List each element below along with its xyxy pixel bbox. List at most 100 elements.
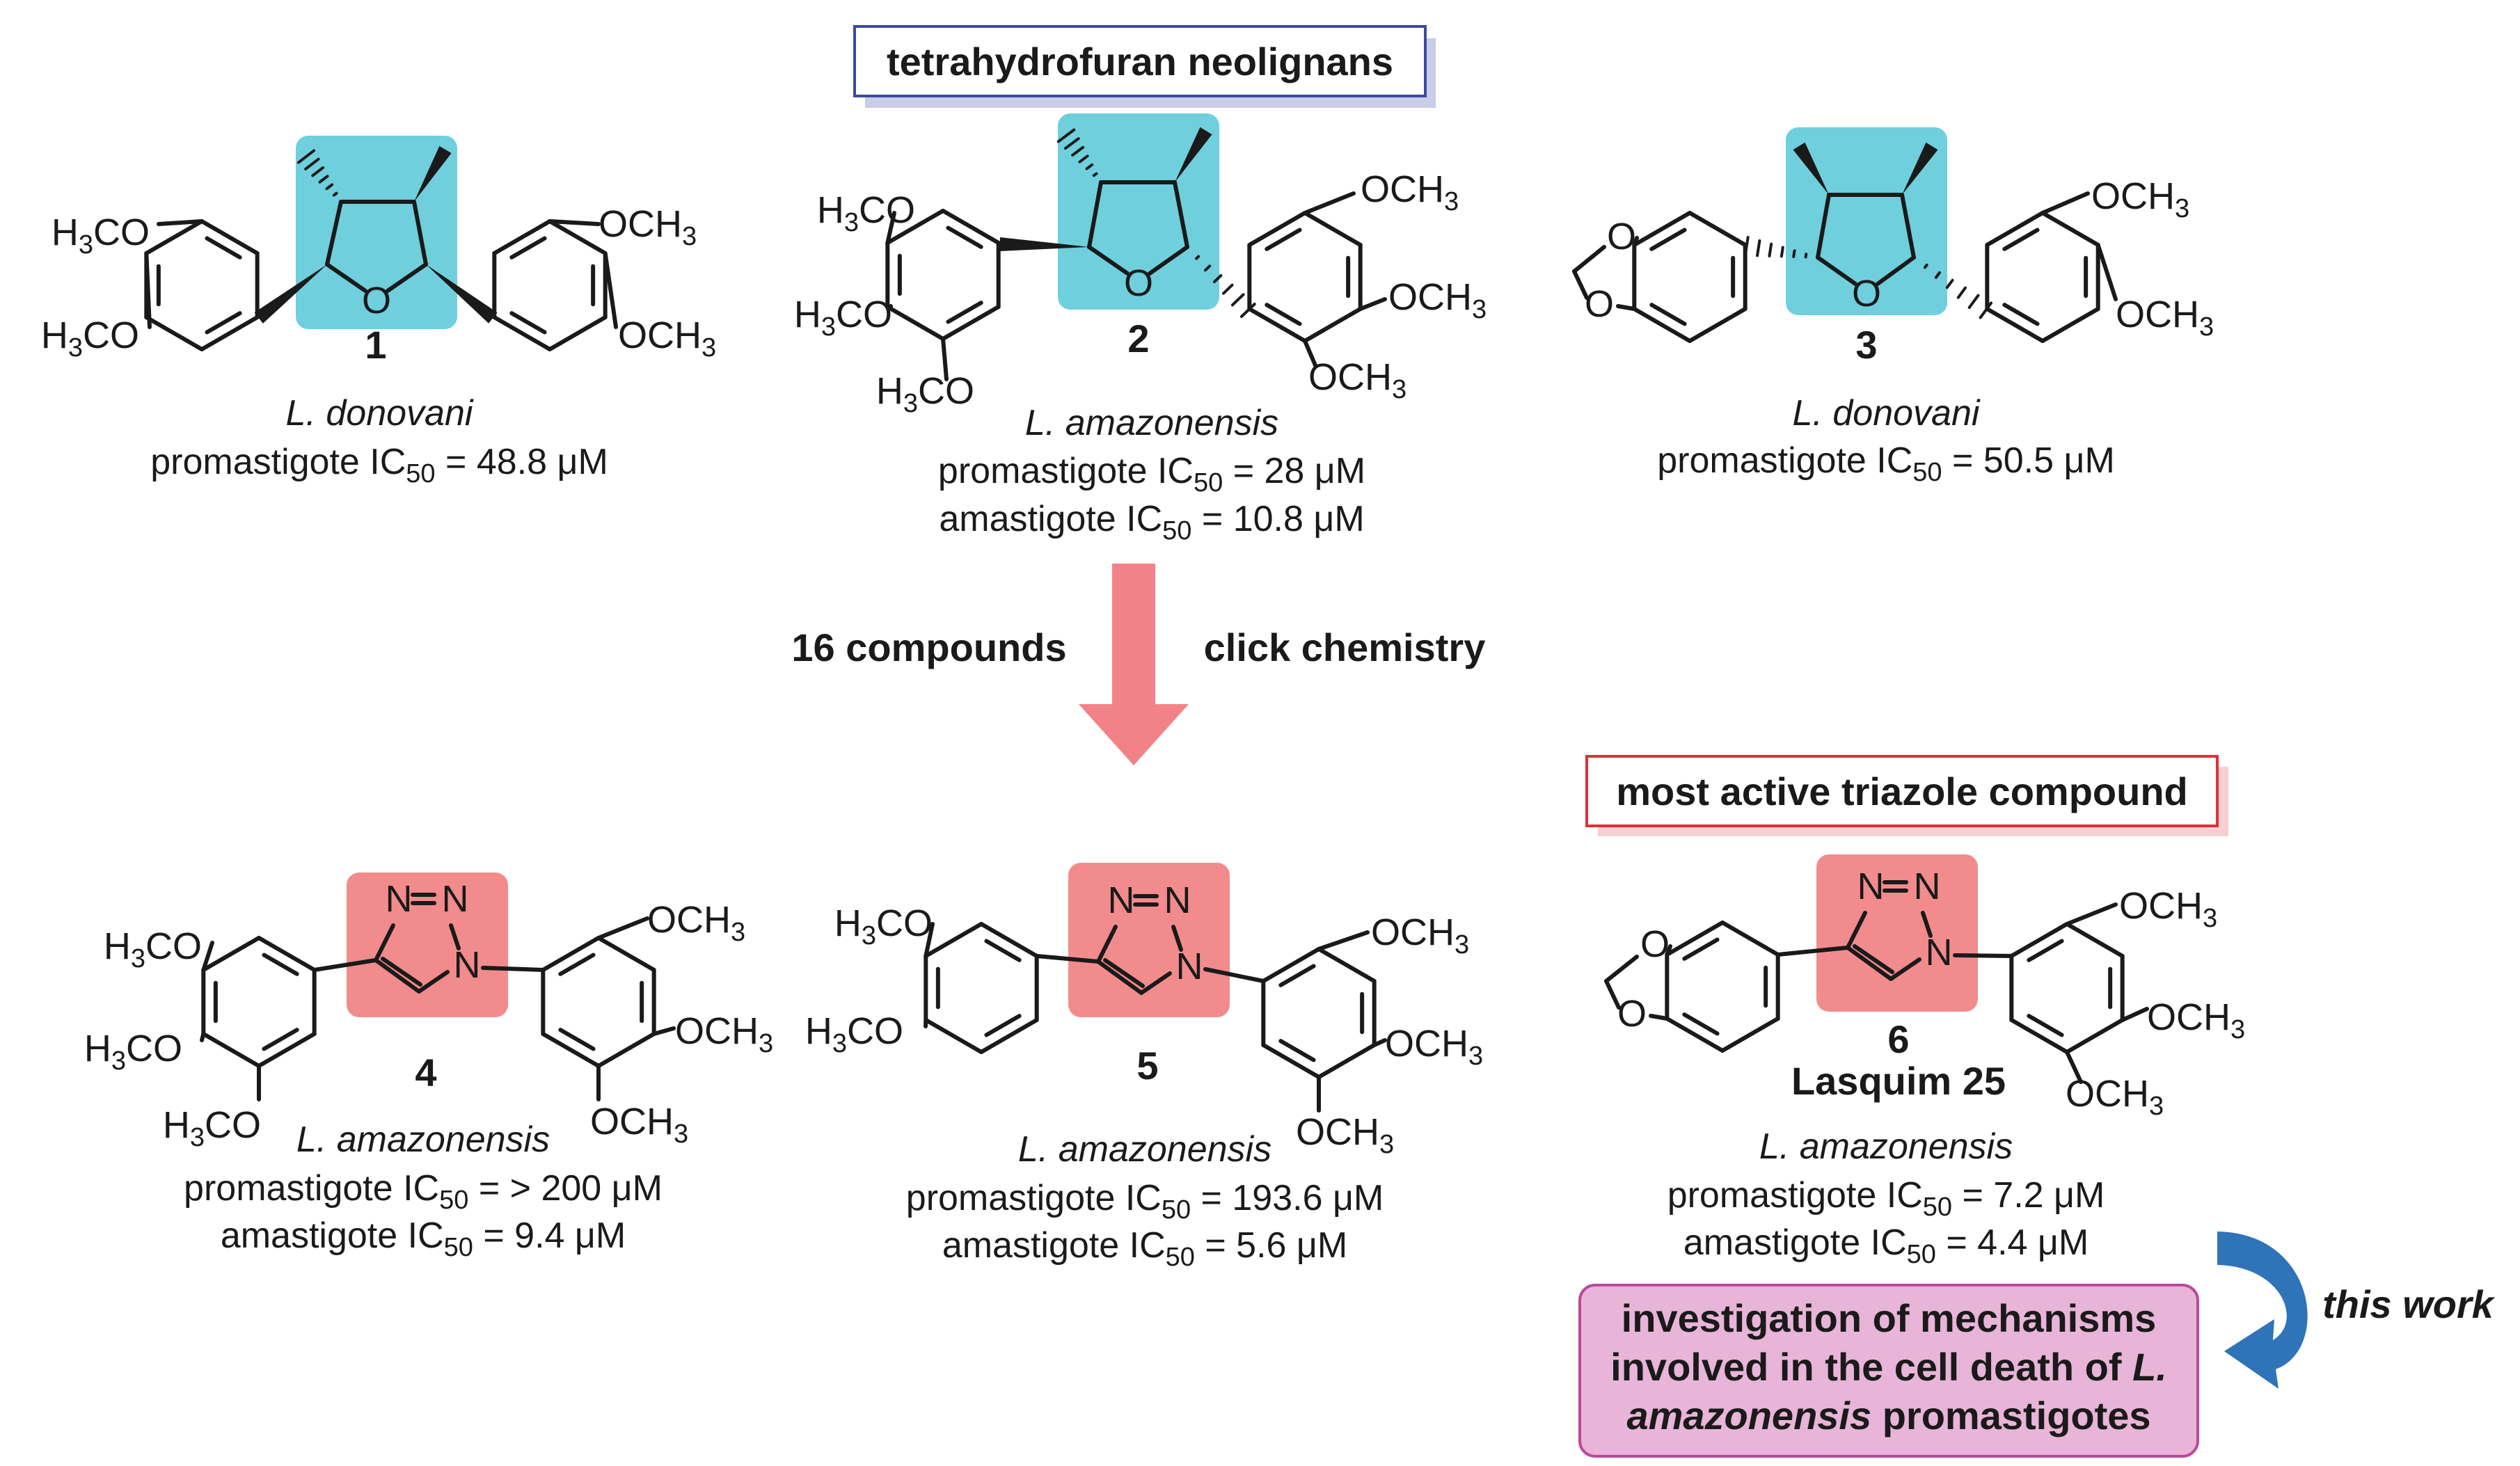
c6-ring-right-double-bond bbox=[2027, 1014, 2064, 1037]
hash-stroke bbox=[311, 166, 325, 177]
c2-bond bbox=[885, 211, 896, 245]
c1-ring-left-double-bond bbox=[205, 236, 242, 260]
c2-meo-bottom: H3CO bbox=[876, 370, 974, 418]
c4-triazole-n2: N bbox=[442, 878, 469, 920]
c3-ring-left-double-bond bbox=[1649, 303, 1687, 326]
hash-stroke bbox=[1792, 249, 1796, 258]
c1-bond bbox=[144, 251, 152, 329]
c3-oxygen-bottom: O bbox=[1585, 283, 1614, 325]
c4-ring-left-bond bbox=[201, 1032, 261, 1068]
c2-wedge bbox=[999, 237, 1089, 251]
c3-ring-left-bond bbox=[1688, 211, 1748, 247]
c3-methyl-wedge bbox=[1902, 142, 1938, 195]
compound-6-name: Lasquim 25 bbox=[1791, 1059, 2006, 1103]
c5-triazole-bond bbox=[1096, 959, 1143, 995]
c6-bond bbox=[2065, 1050, 2083, 1084]
c6-ring-left-double-bond bbox=[1682, 1012, 1720, 1036]
compound-1-organism: L. donovani bbox=[285, 393, 473, 433]
c1-methyl-wedge bbox=[414, 145, 452, 202]
c1-ome-bottom: OCH3 bbox=[618, 314, 716, 362]
hash-stroke bbox=[1804, 253, 1808, 259]
c2-ome-top: OCH3 bbox=[1361, 168, 1459, 216]
thf-highlight-1 bbox=[296, 136, 457, 329]
hash-stroke bbox=[1967, 294, 1980, 310]
compound-5-number: 5 bbox=[1136, 1044, 1159, 1087]
hash-stroke bbox=[1194, 255, 1200, 260]
work-line-2: involved in the cell death of L. bbox=[1610, 1345, 2167, 1389]
c5-bond bbox=[1203, 967, 1266, 983]
bond bbox=[325, 200, 343, 266]
hash-stroke bbox=[332, 191, 338, 197]
c1-ring-left-bond bbox=[200, 219, 260, 255]
c2-ring-left-bond bbox=[885, 305, 945, 341]
c2-ring-left-double-bond bbox=[946, 225, 983, 249]
c4-ome-top: OCH3 bbox=[647, 899, 745, 947]
c5-ring-right-bond bbox=[1317, 947, 1377, 983]
c6-oxygen-bottom: O bbox=[1617, 993, 1647, 1035]
c6-bond bbox=[1665, 944, 1672, 957]
c2-bond bbox=[1303, 191, 1356, 215]
hash-stroke bbox=[1056, 128, 1076, 143]
hash-stroke bbox=[1756, 239, 1761, 257]
c3-ring-left-double-bond bbox=[1649, 228, 1687, 251]
bond bbox=[386, 262, 428, 293]
c5-ring-left-bond bbox=[979, 1018, 1039, 1054]
hash-stroke bbox=[1230, 293, 1245, 307]
c5-ring-right-bond bbox=[1261, 947, 1321, 983]
c2-methyl-hash bbox=[1056, 128, 1098, 177]
c4-bond bbox=[481, 966, 546, 972]
active-label: most active triazole compound bbox=[1616, 769, 2188, 813]
c4-triazole-n1: N bbox=[454, 944, 481, 986]
c5-triazole-n2: N bbox=[1164, 879, 1191, 921]
c5-triazole-n1: N bbox=[1176, 946, 1203, 987]
hash-stroke bbox=[1956, 286, 1967, 299]
c3-oxygen: O bbox=[1852, 273, 1881, 314]
c2-meo-mid: H3CO bbox=[794, 294, 892, 342]
hash-stroke bbox=[1203, 264, 1212, 272]
c5-ring-left-bond bbox=[924, 922, 983, 958]
active-box: most active triazole compound bbox=[1587, 756, 2217, 826]
c2-bond bbox=[941, 337, 949, 381]
c4-ring-right-double-bond bbox=[558, 1028, 596, 1051]
c2-oxygen: O bbox=[1124, 262, 1153, 304]
c1-meo-top: H3CO bbox=[51, 212, 150, 260]
bond bbox=[1816, 255, 1857, 286]
c5-ring-left-double-bond bbox=[984, 939, 1022, 962]
c5-bond bbox=[1034, 954, 1100, 964]
c4-bond bbox=[596, 916, 649, 940]
c4-ome-bottom: OCH3 bbox=[590, 1101, 688, 1149]
c3-ring-right-bond bbox=[1985, 307, 2045, 343]
compound-3-line-1: promastigote IC50 = 50.5 μM bbox=[1657, 440, 2115, 487]
c1-ring-right-bond bbox=[492, 219, 552, 255]
title-box-frame bbox=[853, 25, 1427, 97]
c2-ring-left-double-bond bbox=[946, 301, 983, 324]
compound-6-line-2: amastigote IC50 = 4.4 μM bbox=[1683, 1222, 2089, 1269]
hash-stroke bbox=[1212, 273, 1223, 284]
c2-ring-right-bond bbox=[1247, 211, 1307, 247]
compound-2-organism: L. amazonensis bbox=[1024, 403, 1279, 443]
compound-2-line-2: amastigote IC50 = 10.8 μM bbox=[939, 499, 1365, 545]
c5-meo-bottom: H3CO bbox=[805, 1010, 903, 1058]
c6-ring-left-bond bbox=[1665, 921, 1725, 957]
c5-triazole-n3: N bbox=[1108, 879, 1135, 921]
c5-meo-top: H3CO bbox=[834, 902, 933, 950]
c6-bond bbox=[2065, 902, 2118, 926]
compound-3-number: 3 bbox=[1855, 323, 1878, 367]
c3-ring-left-bond bbox=[1632, 211, 1692, 247]
compound-6-number: 6 bbox=[1887, 1017, 1910, 1061]
c6-ring-left-bond bbox=[1720, 921, 1780, 957]
c5-ring-right-bond bbox=[1261, 1043, 1321, 1079]
triazole-highlight-4 bbox=[347, 873, 508, 1017]
c2-ring-right-bond bbox=[1303, 211, 1363, 247]
c4-triazole-bond bbox=[449, 923, 461, 950]
arrow-left-label: 16 compounds bbox=[791, 626, 1067, 669]
c6-triazole-double-bond bbox=[1853, 944, 1894, 974]
c5-ring-right-bond bbox=[1317, 1043, 1377, 1079]
c1-wedge bbox=[426, 264, 498, 324]
c1-ring-left-bond bbox=[200, 315, 260, 351]
work-box-frame bbox=[1578, 1284, 2199, 1458]
c6-ring-right-double-bond bbox=[2027, 939, 2064, 962]
c3-ch2-bond bbox=[1572, 269, 1589, 300]
hash-stroke bbox=[1085, 163, 1094, 170]
c6-ring-left-bond bbox=[1720, 1017, 1780, 1053]
